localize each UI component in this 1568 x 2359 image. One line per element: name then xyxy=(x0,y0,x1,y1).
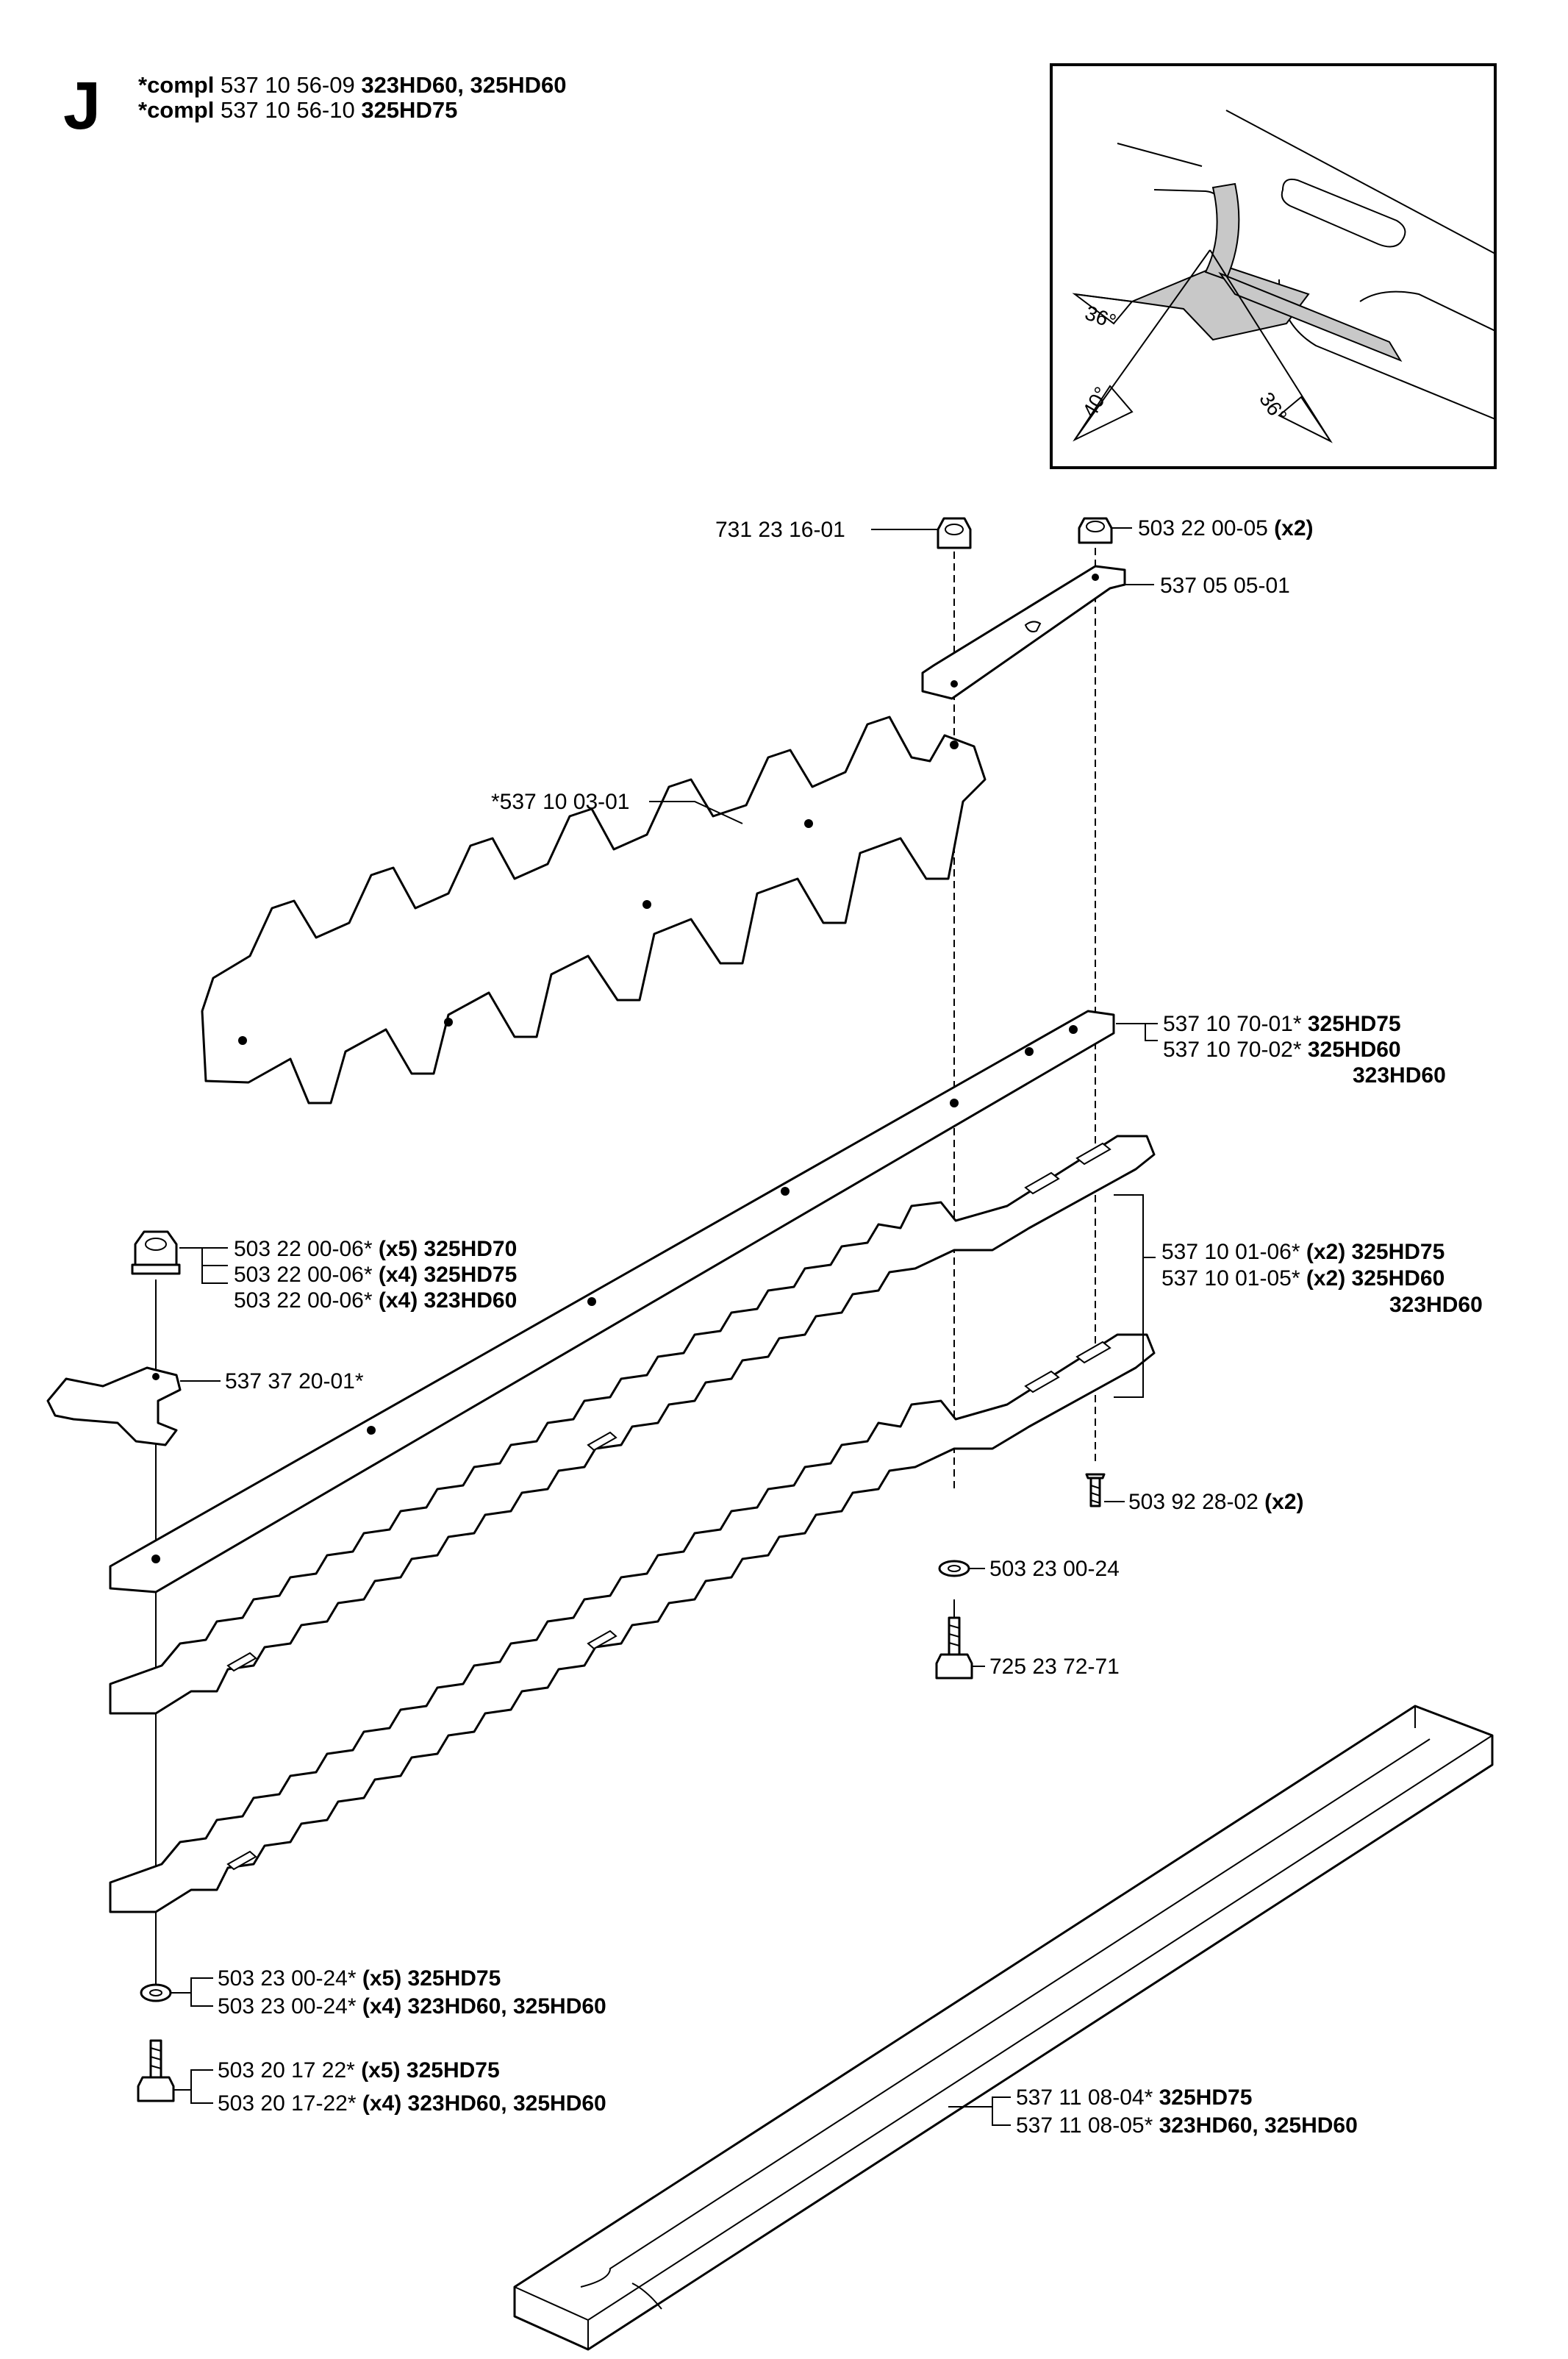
callout-nut-top-right: 503 22 00-05 (x2) xyxy=(1138,516,1314,540)
callout-nut-top-left: 731 23 16-01 xyxy=(715,518,845,542)
nut-top-right xyxy=(1078,517,1113,544)
leader-lines xyxy=(171,527,1158,2126)
callout-bolt-mid: 725 23 72-71 xyxy=(989,1655,1120,1679)
callout-long-bar-2: 537 10 70-02* 325HD60 xyxy=(1163,1038,1401,1062)
callout-guide: 537 37 20-01* xyxy=(225,1369,364,1393)
callout-washer-mid: 503 23 00-24 xyxy=(989,1557,1120,1581)
header-line-1: *compl 537 10 56-09 323HD60, 325HD60 xyxy=(138,72,567,98)
washer-left xyxy=(140,1983,172,2002)
callout-bolt-left-2: 503 20 17-22* (x4) 323HD60, 325HD60 xyxy=(218,2091,606,2116)
long-bar xyxy=(109,1010,1115,1594)
callout-spacer-plate: 537 05 05-01 xyxy=(1160,574,1290,598)
callout-lower-blade-3: 323HD60 xyxy=(1389,1293,1483,1317)
blade-guard xyxy=(513,1705,1494,2351)
lower-blade-1 xyxy=(109,1135,1156,1715)
header-line-2: *compl 537 10 56-10 325HD75 xyxy=(138,97,457,123)
flange-nut-left xyxy=(131,1230,181,1275)
screw-right xyxy=(1085,1473,1106,1507)
lower-blade-2 xyxy=(109,1333,1156,1913)
callout-washer-left-1: 503 23 00-24* (x5) 325HD75 xyxy=(218,1966,501,1991)
callout-flange-nut-1: 503 22 00-06* (x5) 325HD70 xyxy=(234,1237,517,1261)
callout-guard-2: 537 11 08-05* 323HD60, 325HD60 xyxy=(1016,2113,1358,2138)
callout-flange-nut-3: 503 22 00-06* (x4) 323HD60 xyxy=(234,1288,517,1313)
callout-flange-nut-2: 503 22 00-06* (x4) 325HD75 xyxy=(234,1263,517,1287)
callout-long-bar-3: 323HD60 xyxy=(1353,1063,1446,1088)
blade-guide xyxy=(46,1366,182,1446)
callout-guard-1: 537 11 08-04* 325HD75 xyxy=(1016,2085,1252,2110)
callout-upper-blade: *537 10 03-01 xyxy=(491,790,630,814)
bolt-left xyxy=(137,2039,175,2102)
callout-screw-right: 503 92 28-02 (x2) xyxy=(1128,1490,1304,1514)
nut-top-left xyxy=(937,517,972,549)
callout-lower-blade-1: 537 10 01-06* (x2) 325HD75 xyxy=(1161,1240,1445,1264)
spacer-plate xyxy=(921,565,1126,700)
section-letter: J xyxy=(63,68,101,143)
callout-bolt-left-1: 503 20 17 22* (x5) 325HD75 xyxy=(218,2058,500,2083)
callout-lower-blade-2: 537 10 01-05* (x2) 325HD60 xyxy=(1161,1266,1445,1291)
callout-long-bar-1: 537 10 70-01* 325HD75 xyxy=(1163,1012,1401,1036)
sharpening-angle-inset: 36° 40° 36° xyxy=(1050,63,1497,469)
upper-blade xyxy=(201,715,987,1104)
washer-mid xyxy=(938,1560,970,1577)
bolt-mid xyxy=(935,1616,973,1680)
callout-washer-left-2: 503 23 00-24* (x4) 323HD60, 325HD60 xyxy=(218,1994,606,2019)
